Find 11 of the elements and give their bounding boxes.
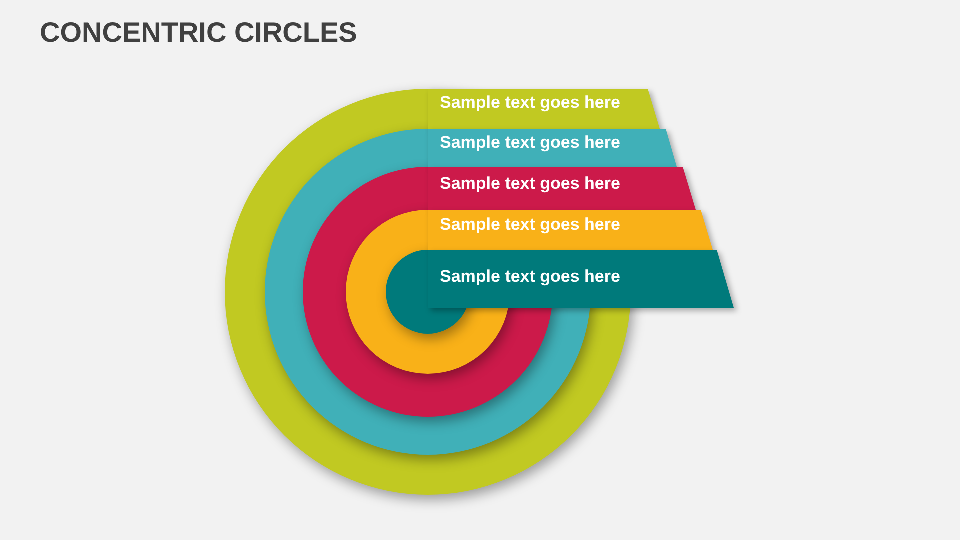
banner — [428, 250, 734, 308]
banner-text: Sample text goes here — [440, 93, 620, 113]
banner — [428, 129, 677, 167]
banner-text: Sample text goes here — [440, 215, 620, 235]
banner — [428, 167, 696, 210]
banner-text: Sample text goes here — [440, 174, 620, 194]
banner — [428, 210, 713, 250]
banner-text: Sample text goes here — [440, 133, 620, 153]
title: CONCENTRIC CIRCLES — [40, 16, 358, 50]
banner-text: Sample text goes here — [440, 267, 620, 287]
banner — [428, 89, 660, 129]
